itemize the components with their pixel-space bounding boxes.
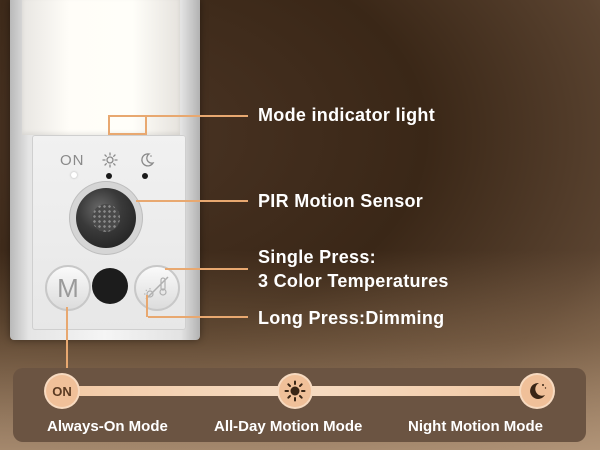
moon-icon: [141, 153, 155, 167]
temperature-icon: [144, 276, 169, 300]
on-badge-icon: ON: [46, 375, 78, 407]
sun-icon: [102, 152, 118, 168]
sun-icon: [279, 375, 311, 407]
pir-lens: [92, 204, 120, 232]
sensor-window: [92, 268, 128, 304]
night-led: [142, 173, 148, 179]
callout-line-long: [148, 316, 248, 318]
callout-line-single: [165, 268, 248, 270]
callout-line-mode-right: [145, 115, 147, 135]
mode-button[interactable]: M: [45, 265, 91, 311]
callout-line-m: [66, 307, 68, 377]
label-pir-sensor: PIR Motion Sensor: [258, 191, 424, 211]
callout-line-mode-bottom: [108, 133, 147, 135]
callout-line-long-vertical: [146, 295, 148, 317]
label-single-press-1: Single Press:: [258, 247, 376, 267]
callout-line-mode: [108, 115, 248, 117]
label-mode-indicator: Mode indicator light: [258, 105, 435, 125]
temperature-button[interactable]: [134, 265, 180, 311]
callout-line-mode-left: [108, 115, 110, 135]
label-single-press-2: 3 Color Temperatures: [258, 271, 449, 291]
on-indicator-label: ON: [60, 152, 85, 169]
light-panel: [22, 0, 180, 135]
day-led: [106, 173, 112, 179]
mode-label-always-on: Always-On Mode: [47, 418, 168, 435]
mode-label-night: Night Motion Mode: [408, 418, 543, 435]
on-led: [71, 172, 77, 178]
label-long-press: Long Press:Dimming: [258, 308, 445, 328]
mode-label-all-day: All-Day Motion Mode: [214, 418, 363, 435]
moon-icon: [521, 375, 553, 407]
pir-sensor: [76, 188, 136, 248]
callout-line-pir: [136, 200, 248, 202]
